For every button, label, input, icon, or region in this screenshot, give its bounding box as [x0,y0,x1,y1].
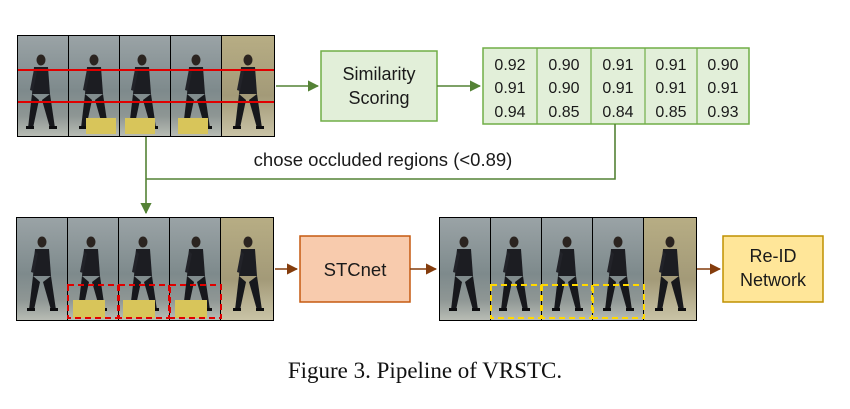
frame [68,218,118,320]
threshold-label: chose occluded regions (<0.89) [254,149,513,170]
occluded-region-box [169,284,222,319]
reid-line2: Network [740,270,807,290]
reid-network-box: Re-ID Network [722,235,824,303]
frame [644,218,696,320]
frame [17,218,67,320]
similarity-line2: Scoring [348,88,409,108]
score-cell: 0.91 [494,80,525,97]
recovered-region-box [541,284,593,319]
frame [119,218,169,320]
score-cell: 0.93 [707,104,738,121]
frame [542,218,592,320]
similarity-line1: Similarity [342,64,415,84]
frame [491,218,541,320]
score-cell: 0.91 [602,80,633,97]
score-cell: 0.91 [655,80,686,97]
score-cell: 0.90 [548,57,579,74]
frame [120,36,170,136]
score-cell: 0.90 [548,80,579,97]
score-matrix: 0.92 0.90 0.91 0.91 0.90 0.91 0.90 0.91 0.91 0.91… [482,47,750,125]
frame [170,218,220,320]
stcnet-box: STCnet [299,235,411,303]
frame [221,218,273,320]
occluded-region-box [118,284,170,319]
input-frame-strip [17,35,275,137]
score-cell: 0.85 [548,104,579,121]
frame [440,218,490,320]
score-cell: 0.90 [707,57,738,74]
frame [171,36,221,136]
score-cell: 0.92 [494,57,525,74]
threshold-connector [146,124,616,180]
frame [222,36,274,136]
recovered-region-box [592,284,645,319]
occluded-frame-strip [16,217,274,321]
stcnet-label: STCnet [324,259,387,280]
frame [18,36,68,136]
reid-line1: Re-ID [749,246,796,266]
score-cell: 0.84 [602,104,633,121]
frame [593,218,643,320]
score-cell: 0.85 [655,104,686,121]
score-cell: 0.91 [602,57,633,74]
recovered-region-box [490,284,542,319]
recovered-frame-strip [439,217,697,321]
score-cell: 0.91 [655,57,686,74]
figure-caption: Figure 3. Pipeline of VRSTC. [287,358,563,383]
score-cell: 0.94 [494,104,525,121]
similarity-scoring-box: Similarity Scoring [320,50,438,122]
frame [69,36,119,136]
occluded-region-box [67,284,119,319]
score-cell: 0.91 [707,80,738,97]
